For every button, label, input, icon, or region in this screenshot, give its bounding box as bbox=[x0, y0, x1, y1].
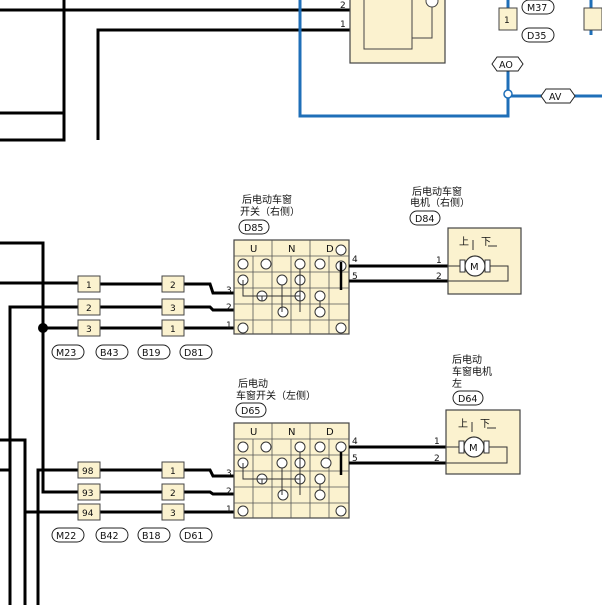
left-motor: 后电动 车窗电机 左 D64 上 下 M 1 2 bbox=[434, 353, 521, 475]
rm-pin-2: 2 bbox=[436, 272, 442, 282]
rs-pin-3: 3 bbox=[226, 286, 232, 296]
tag-d81: D81 bbox=[184, 348, 203, 359]
connector-ao: AO bbox=[499, 60, 513, 71]
left-switch-title-1: 后电动 bbox=[238, 377, 268, 390]
rh-c2-p2: 3 bbox=[170, 304, 176, 314]
lh-c1-p2: 93 bbox=[82, 489, 93, 499]
rs-hdr-u: U bbox=[250, 244, 257, 255]
lh-c2-p2: 2 bbox=[170, 489, 176, 499]
right-switch-title-2: 开关（右侧） bbox=[240, 205, 300, 218]
bus-wires bbox=[0, 241, 78, 605]
lh-c1-p1: 98 bbox=[82, 467, 94, 477]
lm-down-label: 下 bbox=[480, 419, 490, 430]
tag-b19: B19 bbox=[142, 348, 161, 359]
rs-pin-4: 4 bbox=[352, 255, 358, 265]
lh-c1-p3: 94 bbox=[82, 509, 94, 519]
rm-m: M bbox=[470, 262, 479, 273]
rh-c2-p3: 1 bbox=[170, 325, 176, 335]
ls-hdr-n: N bbox=[288, 427, 295, 438]
top-pin-2: 2 bbox=[340, 1, 346, 11]
rm-down-label: 下 bbox=[481, 237, 491, 248]
ls-pin-2: 2 bbox=[226, 487, 232, 497]
right-motor-title-1: 后电动车窗 bbox=[412, 185, 462, 198]
left-motor-title-3: 左 bbox=[452, 377, 462, 390]
tag-b42: B42 bbox=[100, 531, 119, 542]
tag-m22: M22 bbox=[56, 531, 76, 542]
top-terminal-block bbox=[498, 7, 518, 31]
rh-c1-p2: 2 bbox=[86, 304, 92, 314]
top-block-pin: 1 bbox=[504, 16, 510, 26]
left-harness: 98 93 94 1 2 3 M22 B42 B18 D61 bbox=[51, 461, 234, 543]
rh-c2-p1: 2 bbox=[170, 281, 176, 291]
ls-hdr-d: D bbox=[326, 427, 334, 438]
right-switch-title-1: 后电动车窗 bbox=[242, 193, 292, 206]
rs-hdr-d: D bbox=[326, 244, 334, 255]
tag-m37: M37 bbox=[527, 3, 547, 14]
rh-c1-p1: 1 bbox=[86, 281, 92, 291]
splice-point bbox=[38, 323, 48, 333]
ls-hdr-u: U bbox=[250, 427, 257, 438]
rs-hdr-n: N bbox=[288, 244, 295, 255]
lm-pin-2: 2 bbox=[434, 454, 440, 464]
left-motor-title-2: 车窗电机 bbox=[452, 365, 492, 378]
tag-d61: D61 bbox=[184, 531, 203, 542]
lh-c2-p1: 1 bbox=[170, 467, 176, 477]
lm-up-label: 上 bbox=[458, 418, 468, 430]
rs-pin-5: 5 bbox=[352, 272, 358, 282]
tag-b43: B43 bbox=[100, 348, 119, 359]
tag-b18: B18 bbox=[142, 531, 161, 542]
left-switch: 后电动 车窗开关（左侧） D65 U N D 3 2 1 4 5 bbox=[226, 377, 446, 519]
ls-pin-5: 5 bbox=[352, 454, 358, 464]
lm-m: M bbox=[469, 443, 478, 454]
top-section: 2 1 1 M37 D35 AO AV bbox=[0, 0, 602, 142]
right-motor: 后电动车窗 电机（右侧） D84 上 下 M 1 2 bbox=[409, 185, 522, 295]
rs-pin-2: 2 bbox=[226, 303, 232, 313]
ls-pin-3: 3 bbox=[226, 469, 232, 479]
lh-c2-p3: 3 bbox=[170, 509, 176, 519]
left-switch-code: D65 bbox=[241, 406, 260, 417]
left-switch-title-2: 车窗开关（左侧） bbox=[236, 389, 316, 402]
left-motor-code: D64 bbox=[458, 394, 477, 405]
rh-c1-p3: 3 bbox=[86, 325, 92, 335]
right-motor-code: D84 bbox=[415, 214, 434, 225]
tag-d35: D35 bbox=[527, 31, 546, 42]
right-motor-title-2: 电机（右侧） bbox=[410, 196, 470, 209]
ls-pin-4: 4 bbox=[352, 437, 358, 447]
rm-up-label: 上 bbox=[459, 236, 469, 248]
right-switch: 后电动车窗 开关（右侧） D85 U N D 3 2 1 4 5 bbox=[226, 193, 448, 335]
right-harness: 1 2 3 2 3 1 M23 B43 B19 D81 bbox=[51, 275, 234, 360]
tag-m23: M23 bbox=[56, 348, 76, 359]
connector-av: AV bbox=[549, 92, 562, 103]
top-pin-1: 1 bbox=[340, 20, 346, 30]
lm-pin-1: 1 bbox=[434, 437, 440, 447]
left-motor-title-1: 后电动 bbox=[452, 353, 482, 366]
rs-pin-1: 1 bbox=[226, 321, 232, 331]
right-switch-code: D85 bbox=[244, 223, 263, 234]
rm-pin-1: 1 bbox=[436, 256, 442, 266]
ls-pin-1: 1 bbox=[226, 505, 232, 515]
